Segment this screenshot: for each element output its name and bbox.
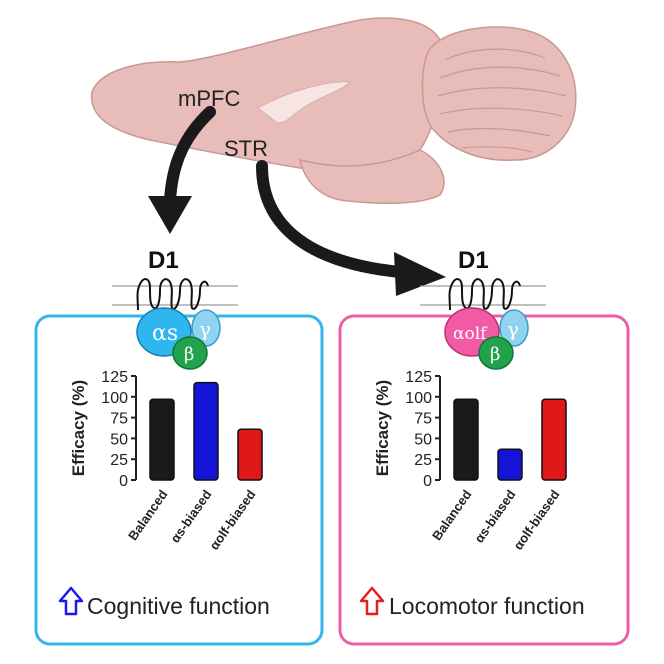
bar: [193, 381, 219, 481]
y-tick-label: 25: [414, 452, 432, 469]
g-alpha-label: αolf: [453, 324, 488, 344]
cerebellum: [421, 26, 577, 161]
gpcr-helices: [448, 278, 521, 311]
y-tick-label: 125: [405, 369, 432, 386]
y-axis-label: Efficacy (%): [373, 380, 392, 476]
bar: [237, 428, 263, 481]
left-function: Cognitive function: [58, 586, 270, 619]
category-label: αolf-biased: [510, 487, 562, 552]
y-tick-label: 25: [110, 452, 128, 469]
left-receptor-label: D1: [148, 247, 179, 274]
category-label: Balanced: [429, 487, 474, 543]
y-tick-label: 75: [414, 411, 432, 428]
g-beta-label: β: [184, 344, 194, 365]
category-label: αolf-biased: [206, 487, 258, 552]
category-label: Balanced: [125, 487, 170, 543]
bar: [541, 398, 567, 481]
region-str-label: STR: [224, 136, 268, 161]
brain-illustration: mPFC STR: [90, 17, 577, 204]
y-axis-label: Efficacy (%): [69, 380, 88, 476]
up-arrow-icon: [359, 586, 385, 616]
y-tick-label: 100: [405, 390, 432, 407]
category-label: αs-biased: [471, 487, 518, 545]
right-function-label: Locomotor function: [389, 593, 585, 619]
g-alpha-label: αs: [152, 321, 178, 346]
y-tick-label: 50: [414, 431, 432, 448]
ventricle: [257, 81, 352, 124]
g-beta-label: β: [490, 344, 500, 365]
right-receptor-label: D1: [458, 247, 489, 274]
y-tick-label: 50: [110, 431, 128, 448]
right-efficacy-chart: Efficacy (%) 0 25 50 75 100 125Balancedαs-bias…: [373, 369, 567, 553]
g-gamma-subunit: [499, 309, 529, 347]
y-tick-label: 75: [110, 411, 128, 428]
bar: [453, 398, 479, 481]
left-receptor: D1 αs γ β: [112, 247, 238, 370]
gpcr-helices: [136, 278, 209, 311]
g-gamma-label: γ: [199, 317, 211, 341]
g-beta-subunit: [478, 336, 514, 370]
g-beta-subunit: [172, 336, 208, 370]
right-function: Locomotor function: [359, 586, 585, 619]
category-label: αs-biased: [167, 487, 214, 545]
y-tick-label: 0: [423, 473, 432, 490]
brainstem: [298, 149, 445, 204]
y-tick-label: 0: [119, 473, 128, 490]
cerebellum-folia: [437, 48, 567, 153]
bar: [149, 398, 175, 481]
y-tick-label: 100: [101, 390, 128, 407]
g-gamma-label: γ: [507, 317, 519, 341]
left-function-label: Cognitive function: [87, 593, 270, 619]
arrow-str-to-right-d1: [256, 160, 446, 296]
y-tick-label: 125: [101, 369, 128, 386]
arrow-mpfc-to-left-d1: [148, 106, 216, 234]
right-receptor: D1 αolf γ β: [420, 247, 546, 370]
left-efficacy-chart: Efficacy (%) 0 25 50 75 100 125Balancedαs-bias…: [69, 369, 263, 553]
up-arrow-icon: [58, 586, 84, 616]
bar: [497, 448, 523, 481]
